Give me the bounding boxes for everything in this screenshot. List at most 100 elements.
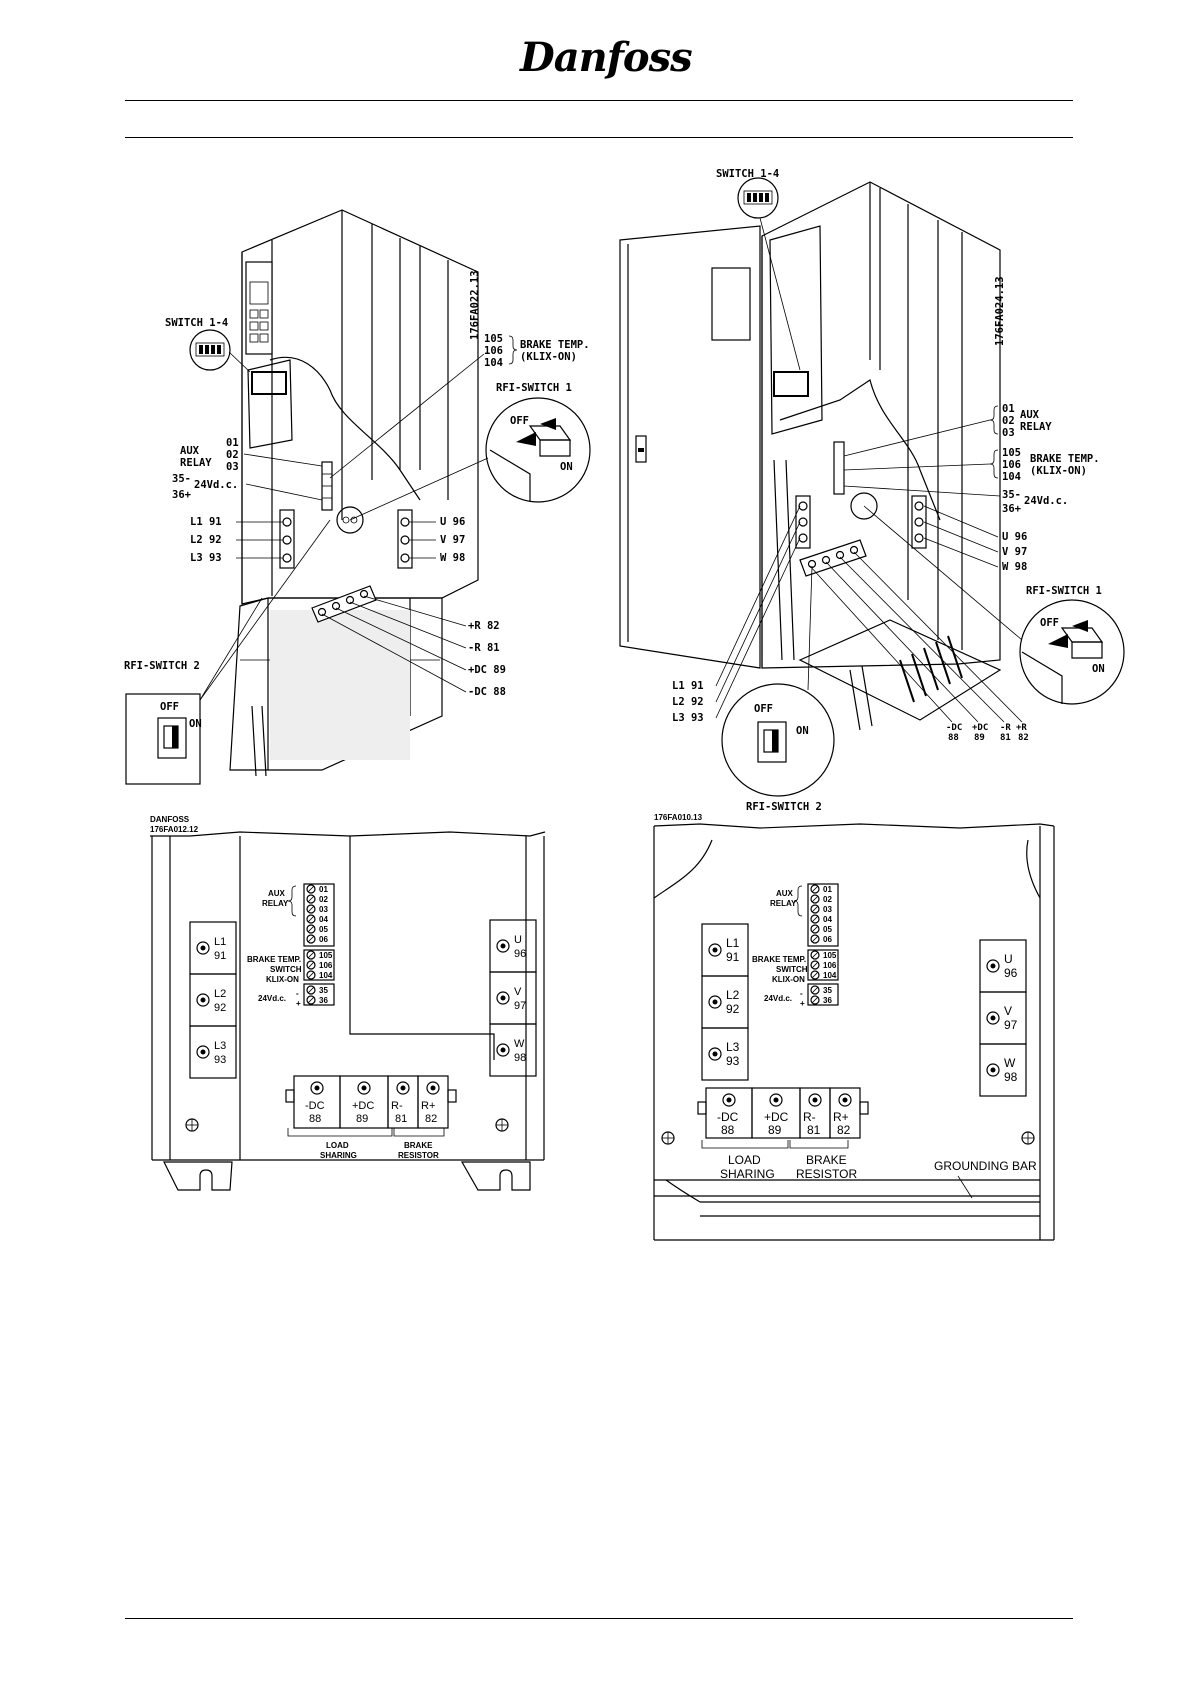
br-bus-num-82: 82	[837, 1123, 851, 1137]
tr-v: V 97	[1002, 546, 1027, 558]
tr-aux-03: 03	[1002, 427, 1015, 439]
bl-mains-num-93: 93	[214, 1054, 226, 1066]
tr-l1: L1 91	[672, 680, 704, 692]
header-rule-bottom	[125, 137, 1073, 138]
br-bus-name-82: R+	[833, 1110, 849, 1124]
br-switch-text: SWITCH	[776, 965, 808, 974]
bl-mains-name-L2: L2	[214, 988, 226, 1000]
tr-brake-106: 106	[1002, 459, 1021, 471]
tr-aux-text: AUX	[1020, 409, 1040, 421]
bl-brake-term-106: 106	[319, 961, 333, 970]
bl-brake-term-104: 104	[319, 971, 333, 980]
br-motor-cell-W	[979, 1043, 1027, 1097]
br-grounding-bar: GROUNDING BAR	[934, 1159, 1037, 1173]
tr-relay-text: RELAY	[1020, 421, 1052, 433]
br-brake-screw-105	[810, 950, 820, 960]
br-aux-text: AUX	[776, 889, 794, 898]
tl-w: W 98	[440, 552, 465, 564]
bl-motor-num-96: 96	[514, 948, 526, 960]
br-motor-num-98: 98	[1004, 1070, 1018, 1084]
tr-r-minus: -R	[1000, 723, 1011, 733]
br-bus-num-81: 81	[807, 1123, 821, 1137]
br-brake-term-106: 106	[823, 961, 837, 970]
bl-bus-name-82: R+	[421, 1100, 435, 1112]
br-resistor: RESISTOR	[796, 1167, 857, 1181]
bl-bus-bolt-88	[310, 1081, 324, 1095]
bl-bus-num-81: 81	[395, 1113, 407, 1125]
tr-81: 81	[1000, 733, 1011, 743]
bl-motor-num-97: 97	[514, 1000, 526, 1012]
bl-aux-screw-04	[306, 914, 316, 924]
tr-brake-105: 105	[1002, 447, 1021, 459]
tr-35: 35-	[1002, 489, 1021, 501]
br-motor-num-97: 97	[1004, 1018, 1018, 1032]
bl-motor-name-W: W	[514, 1038, 525, 1050]
bl-bus-num-89: 89	[356, 1113, 368, 1125]
tl-r82: +R 82	[468, 620, 500, 632]
bl-motor-bolt-V	[496, 991, 510, 1005]
tr-rfi2-off: OFF	[754, 703, 773, 715]
tl-rfi1-label: RFI-SWITCH 1	[496, 382, 572, 394]
br-mains-name-L3: L3	[726, 1040, 740, 1054]
br-mains-bolt-L1	[708, 943, 722, 957]
tr-88: 88	[948, 733, 959, 743]
tr-rfi1-off: OFF	[1040, 617, 1059, 629]
tr-brake-104: 104	[1002, 471, 1021, 483]
bl-aux-screw-03	[306, 904, 316, 914]
tr-brake-klix: (KLIX-ON)	[1030, 465, 1087, 477]
br-mains-cell-L3	[701, 1027, 749, 1081]
br-brake-term-104: 104	[823, 971, 837, 980]
tl-rfi1-on: ON	[560, 461, 573, 473]
bl-aux-screw-01	[306, 884, 316, 894]
bl-dc-term-35: 35	[319, 986, 328, 995]
tr-w: W 98	[1002, 561, 1027, 573]
bl-mains-num-91: 91	[214, 950, 226, 962]
bl-brake-screw-105	[306, 950, 316, 960]
br-minus: -	[800, 989, 803, 998]
tr-dc-minus: -DC	[946, 723, 962, 733]
footer-rule	[125, 1618, 1073, 1619]
header-rule-top	[125, 100, 1073, 101]
tr-rfi1-label: RFI-SWITCH 1	[1026, 585, 1102, 597]
tl-36: 36+	[172, 489, 191, 501]
tl-l2: L2 92	[190, 534, 222, 546]
tl-l3: L3 93	[190, 552, 222, 564]
br-aux-screw-05	[810, 924, 820, 934]
tr-dc-plus: +DC	[972, 723, 988, 733]
br-bus-bolt-89	[769, 1093, 783, 1107]
tl-rfi1-off: OFF	[510, 415, 529, 427]
bl-aux-screw-02	[306, 894, 316, 904]
bl-brake-res: BRAKE	[404, 1141, 433, 1150]
br-relay-text: RELAY	[770, 899, 797, 908]
tl-u: U 96	[440, 516, 465, 528]
tr-switch-label: SWITCH 1-4	[716, 168, 779, 180]
br-motor-name-U: U	[1004, 952, 1013, 966]
tr-brake-text: BRAKE TEMP.	[1030, 453, 1100, 465]
tl-rfi2-on: ON	[189, 718, 202, 730]
br-aux-term-04: 04	[823, 915, 832, 924]
bl-dc-term-36: 36	[319, 996, 328, 1005]
bl-minus: -	[296, 989, 299, 998]
tl-aux-01: 01	[226, 437, 239, 449]
tr-36: 36+	[1002, 503, 1021, 515]
bl-mains-bolt-L3	[196, 1045, 210, 1059]
br-bus-name-89: +DC	[764, 1110, 789, 1124]
bl-24v: 24Vd.c.	[258, 994, 286, 1003]
br-aux-term-01: 01	[823, 885, 832, 894]
tl-dc88: -DC 88	[468, 686, 506, 698]
bl-aux-term-04: 04	[319, 915, 328, 924]
bl-bus-name-89: +DC	[352, 1100, 374, 1112]
br-bus-name-88: -DC	[717, 1110, 739, 1124]
bl-dc-screw-35	[306, 985, 316, 995]
bl-klix-text: KLIX-ON	[266, 975, 299, 984]
bl-aux-text: AUX	[268, 889, 286, 898]
tl-aux-text: AUX	[180, 445, 200, 457]
